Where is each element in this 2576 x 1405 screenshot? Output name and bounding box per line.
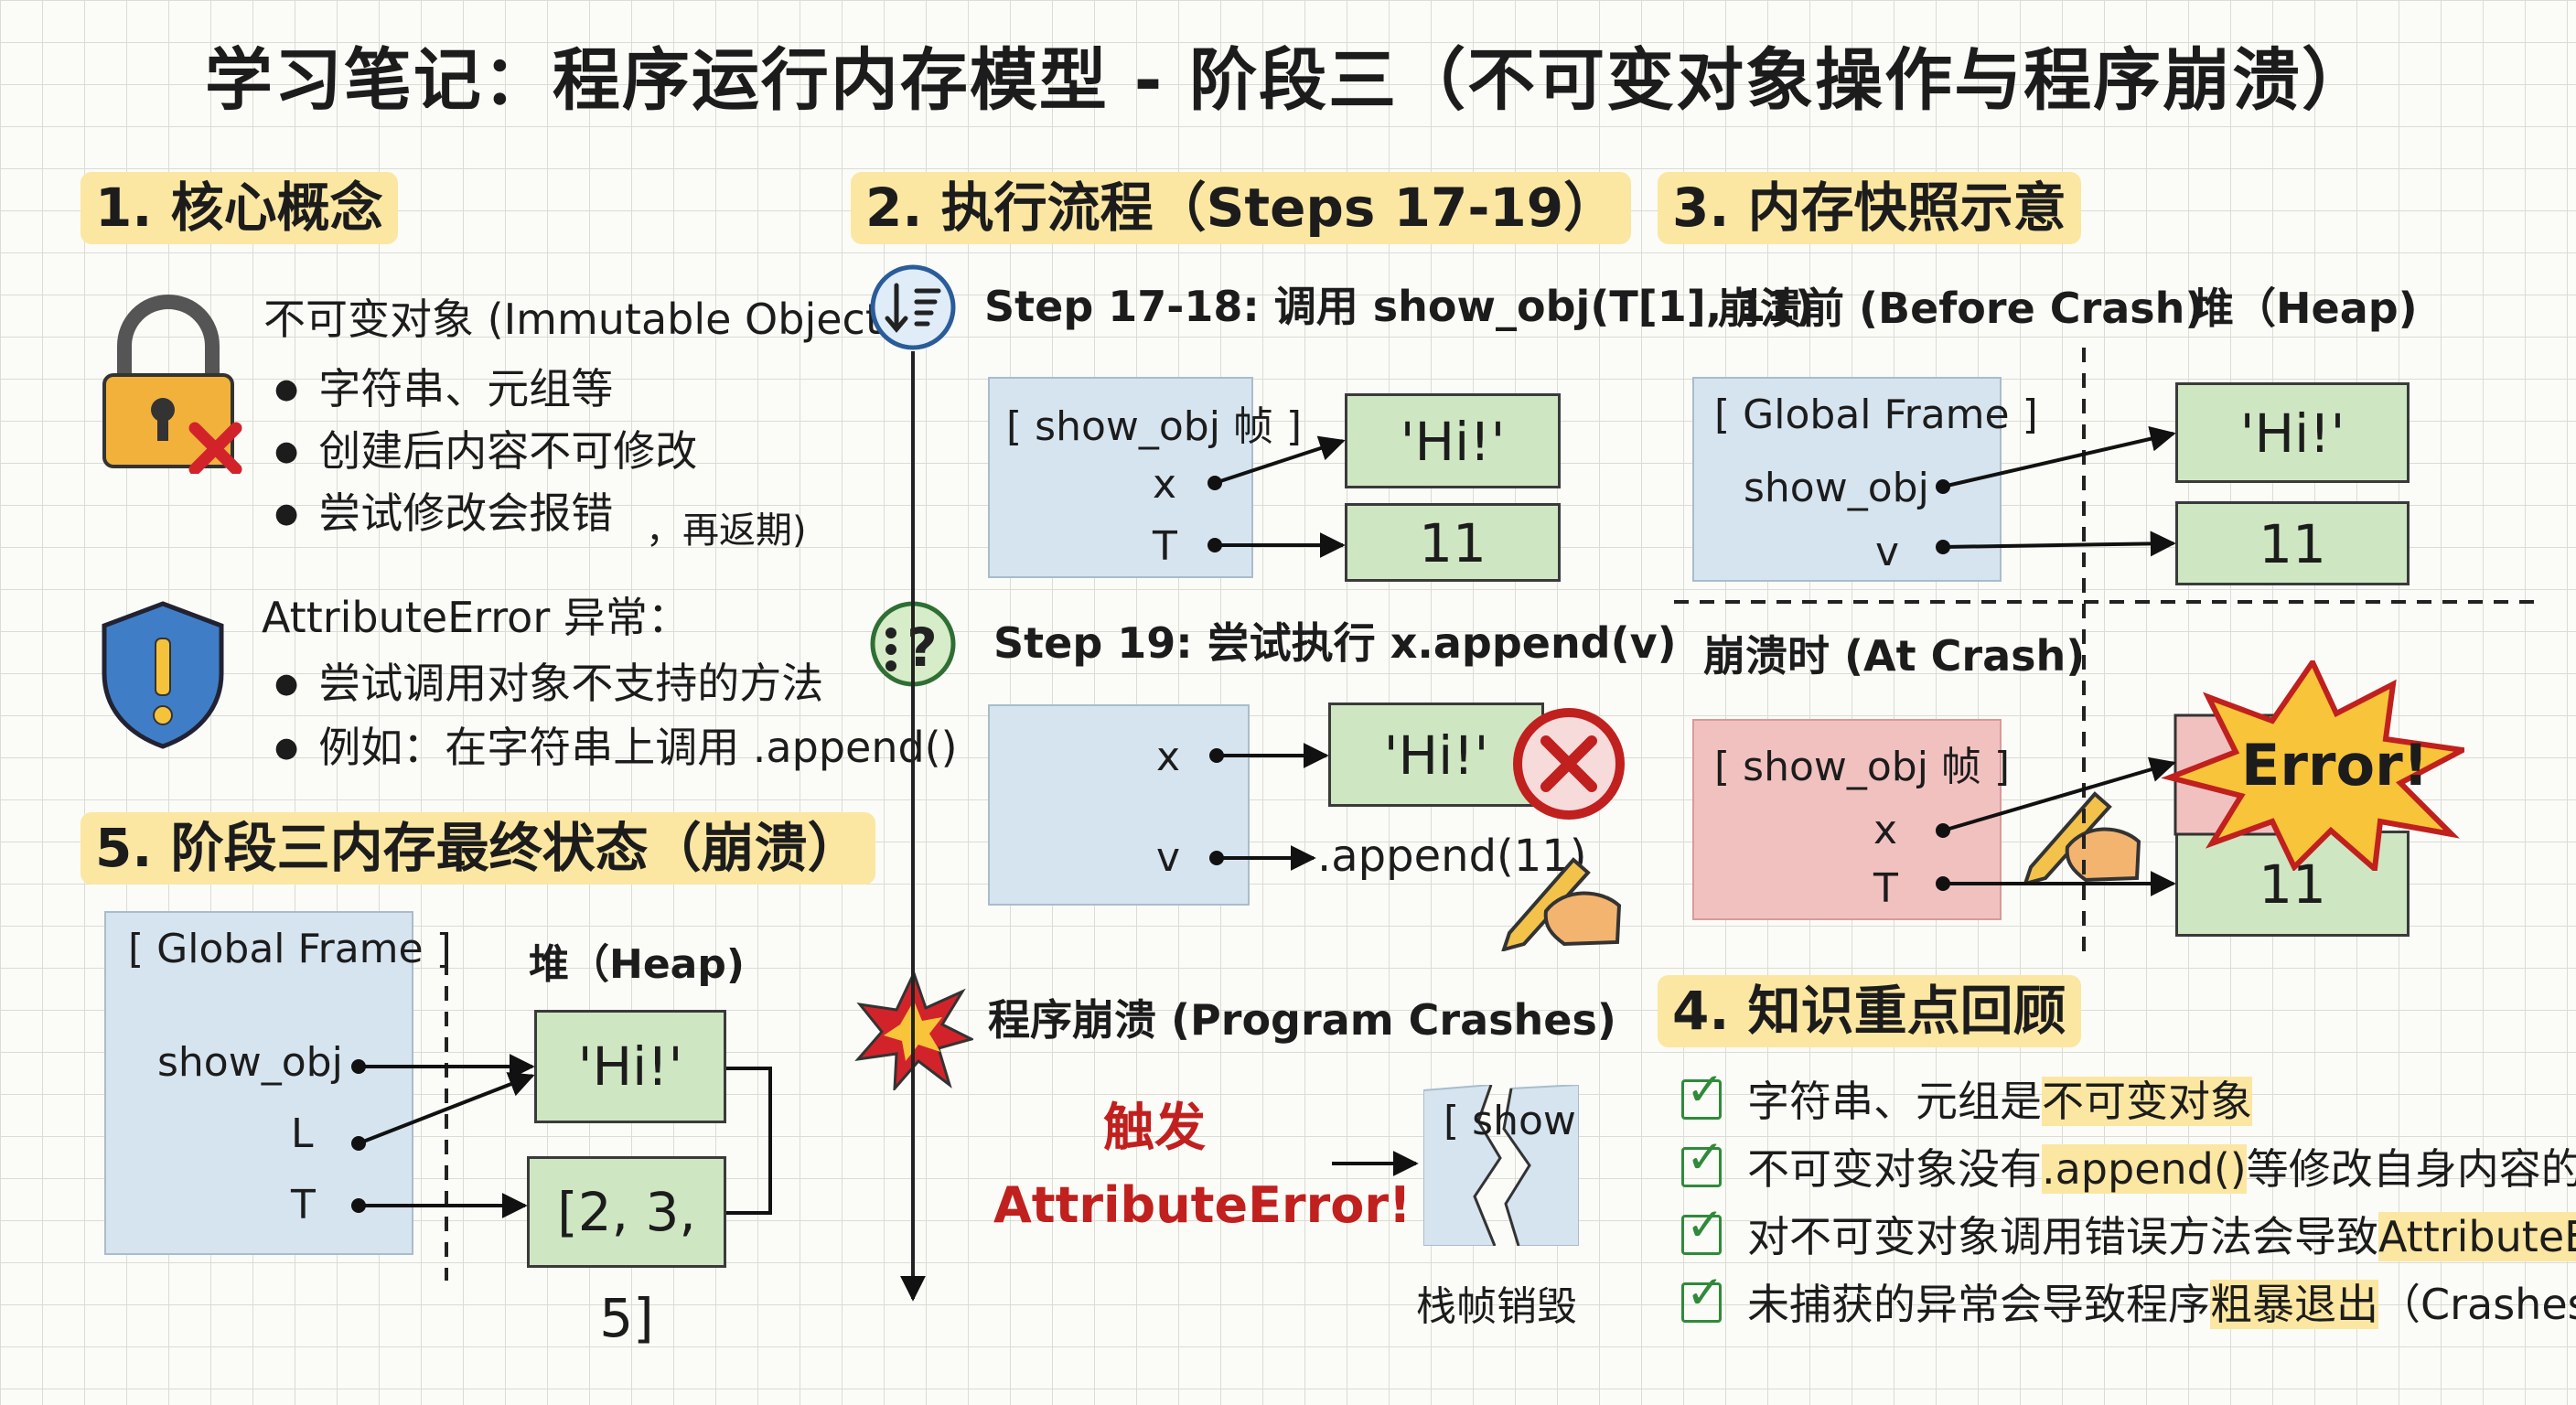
heap-object-int: 11 (2175, 501, 2410, 585)
page-title: 学习笔记：程序运行内存模型 - 阶段三（不可变对象操作与程序崩溃） (204, 41, 2372, 120)
frame-title: [ show_obj 帧 ] (1714, 744, 2011, 790)
var-name: v (1156, 834, 1181, 881)
var-name: x (1153, 461, 1177, 508)
frame-title: [ show_obj 帧 ] (1006, 403, 1303, 450)
checkbox-icon (1681, 1265, 1724, 1323)
pointer-arrow (1942, 531, 2176, 557)
var-name: show_obj (157, 1039, 343, 1086)
show-obj-frame-crash (1692, 719, 2002, 920)
destroy-label: 栈帧销毁 (1416, 1283, 1577, 1330)
error-item: 尝试调用对象不支持的方法 (274, 659, 823, 709)
step1-label: Step 17-18: 调用 show_obj(T[1], 11) (984, 282, 1815, 331)
sort-steps-icon (869, 263, 957, 351)
immutable-item: 创建后内容不可修改 (274, 426, 697, 477)
heap-object-string: 'Hi!' (1345, 393, 1561, 488)
heap-object-string: 'Hi!' (2175, 382, 2410, 483)
review-item: 不可变对象没有.append()等修改自身内容的方法 (1681, 1130, 2576, 1195)
heap-object-int: 11 (1345, 503, 1561, 582)
trigger-line1: 触发 (1103, 1099, 1206, 1158)
at-crash-label: 崩溃时 (At Crash) (1703, 631, 2086, 681)
immutable-item: 尝试修改会报错 (274, 488, 613, 539)
pointer-arrow (1942, 756, 2176, 832)
error-burst-text: Error! (2241, 732, 2429, 799)
error-title: AttributeError 异常： (262, 593, 690, 642)
var-name: L (291, 1110, 314, 1157)
immutable-item: 字符串、元组等 (274, 364, 613, 414)
frame-title: [ Global Frame ] (1714, 391, 2038, 438)
checkbox-icon (1681, 1197, 1724, 1255)
trigger-line2: AttributeError! (993, 1176, 1411, 1234)
var-name: T (291, 1182, 316, 1228)
crash-label: 程序崩溃 (Program Crashes) (988, 995, 1616, 1045)
torn-frame-text: [ show (1444, 1098, 1576, 1144)
var-name: T (1873, 865, 1898, 912)
pointer-arrow (1214, 435, 1346, 485)
review-item: 字符串、元组是不可变对象 (1681, 1062, 2252, 1127)
append-call: .append(11) (1317, 831, 1587, 882)
global-frame-final (104, 911, 413, 1255)
connector-bracket (726, 1067, 772, 1215)
immutable-title: 不可变对象 (Immutable Object)： (263, 295, 940, 344)
heap-label: 堆（Heap) (529, 941, 745, 988)
var-name: x (1156, 734, 1181, 780)
warning-shield-icon (99, 600, 227, 750)
var-name: v (1875, 529, 1900, 575)
before-crash-label: 崩溃前 (Before Crash) (1718, 284, 2205, 333)
pointer-arrow (358, 1072, 535, 1145)
section4-heading: 4. 知识重点回顾 (1658, 975, 2081, 1047)
checkbox-icon (1681, 1062, 1724, 1120)
torn-frame-icon (1423, 1085, 1579, 1246)
review-item: 未捕获的异常会导致程序粗暴退出（Crashes） (1681, 1265, 2576, 1330)
var-name: T (1153, 523, 1177, 570)
pointer-arrow (1942, 426, 2176, 488)
section5-heading: 5. 阶段三内存最终状态（崩溃） (80, 812, 875, 885)
error-burst-icon (2157, 660, 2464, 871)
var-name: show_obj (1744, 465, 1929, 511)
review-item: 对不可变对象调用错误方法会导致AttributeError (1681, 1197, 2576, 1262)
heap-object-list: [2, 3, 5] (527, 1156, 726, 1349)
frame-title: [ Global Frame ] (128, 926, 452, 972)
var-name: x (1873, 807, 1898, 853)
heap-object-string: 'Hi!' (534, 1010, 726, 1123)
heap-object-string: 'Hi!' (1328, 702, 1544, 807)
lock-icon (99, 291, 245, 474)
section1-heading: 1. 核心概念 (80, 172, 398, 244)
error-x-icon (1509, 704, 1628, 823)
section2-heading: 2. 执行流程（Steps 17-19） (851, 172, 1632, 244)
writing-hand-icon (1491, 823, 1628, 951)
heap-label: 堆（Heap) (2192, 284, 2418, 333)
checkbox-icon (1681, 1130, 1724, 1187)
show-obj-frame-step19 (988, 704, 1250, 906)
note-tag: ，再返期) (646, 509, 807, 552)
step2-label: Step 19: 尝试执行 x.append(v) (993, 618, 1677, 668)
section3-heading: 3. 内存快照示意 (1658, 172, 2081, 244)
error-item: 例如：在字符串上调用 .append() (274, 723, 957, 773)
